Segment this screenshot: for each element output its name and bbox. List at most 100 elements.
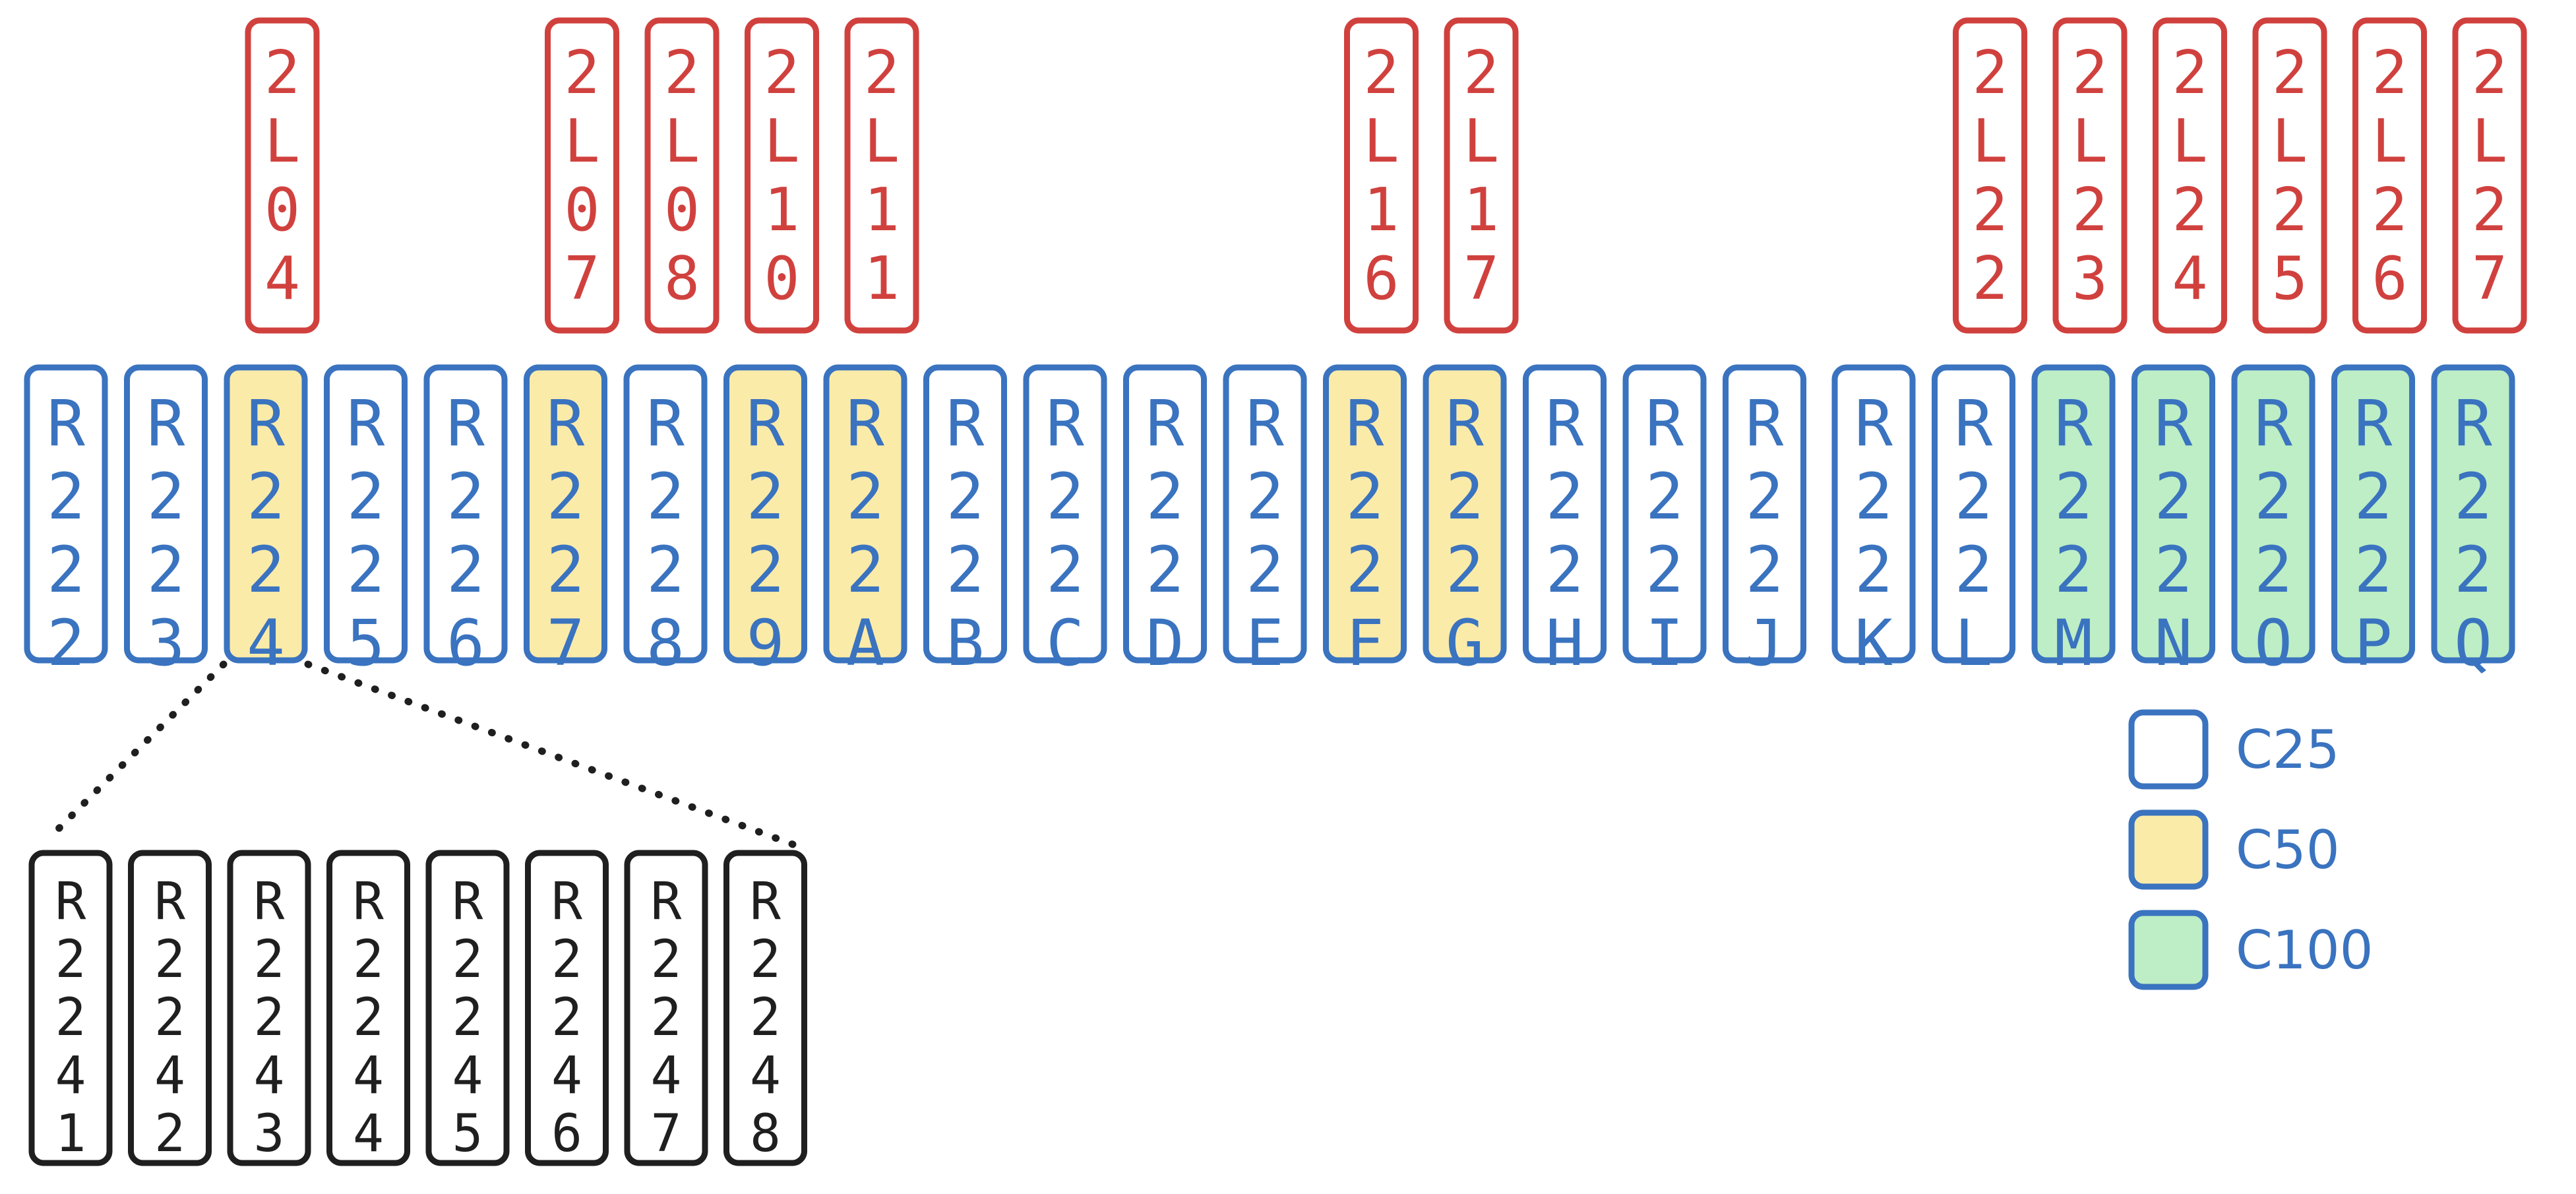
router-box (24, 364, 108, 664)
legend-label: C50 (2236, 819, 2340, 881)
router-box (1123, 364, 1207, 664)
router-box (1423, 364, 1507, 664)
router-box (2231, 364, 2315, 664)
router-box (923, 364, 1007, 664)
link-box (2052, 17, 2128, 334)
subunit-box (425, 850, 510, 1166)
subunit-box (128, 850, 212, 1166)
router-box (2431, 364, 2515, 664)
router-box (2131, 364, 2215, 664)
router-box (723, 364, 807, 664)
legend-swatch (2128, 709, 2209, 790)
link-box (644, 17, 720, 334)
link-box (2352, 17, 2427, 334)
subunit-box (525, 850, 609, 1166)
link-box (1344, 17, 1419, 334)
subunit-box (624, 850, 708, 1166)
router-box (224, 364, 308, 664)
legend-label: C100 (2236, 920, 2374, 981)
link-box (245, 17, 320, 334)
router-box (423, 364, 508, 664)
legend-item-c50: C50 (2128, 809, 2340, 890)
router-box (124, 364, 208, 664)
legend-item-c100: C100 (2128, 910, 2374, 990)
link-box (545, 17, 619, 334)
router-box (823, 364, 907, 664)
expansion-connector (47, 660, 805, 852)
subunit-box (227, 850, 311, 1166)
link-box (745, 17, 819, 334)
legend-swatch (2128, 910, 2209, 990)
link-box (2153, 17, 2227, 334)
router-box (623, 364, 708, 664)
link-box (1953, 17, 2027, 334)
router-box (2331, 364, 2415, 664)
router-box (524, 364, 607, 664)
legend-item-c25: C25 (2128, 709, 2340, 790)
